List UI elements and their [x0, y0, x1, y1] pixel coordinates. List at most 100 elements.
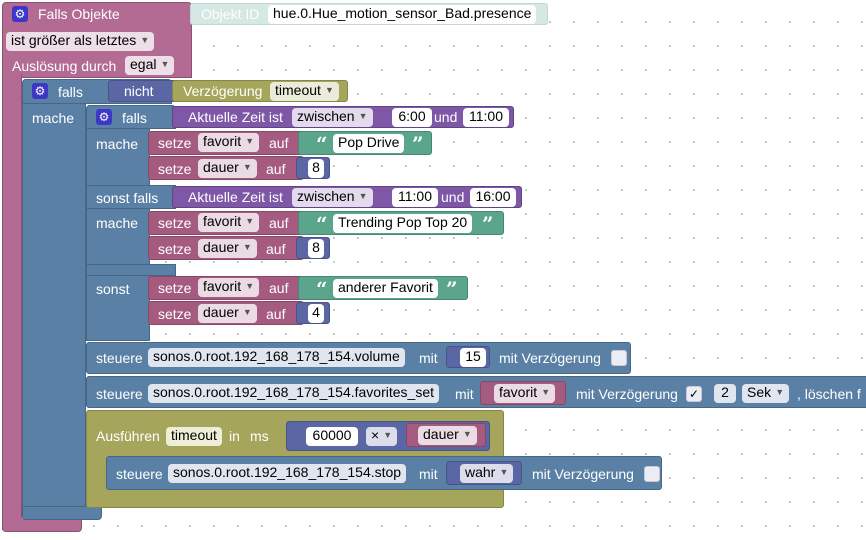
- delay-checkbox[interactable]: [611, 350, 627, 366]
- object-id-label: Objekt ID: [201, 6, 260, 22]
- inner-if-else-if-row: [86, 185, 176, 209]
- mit-label: mit: [419, 466, 438, 482]
- time-to-field[interactable]: 11:00: [463, 108, 509, 127]
- variable-dropdown[interactable]: dauer▼: [198, 304, 257, 323]
- delay-checkbox[interactable]: [644, 466, 660, 482]
- quote-open-icon: “: [316, 212, 328, 236]
- chevron-down-icon: ▼: [462, 429, 472, 439]
- set-label: setze: [158, 241, 192, 257]
- set-label: setze: [158, 161, 192, 177]
- chevron-down-icon: ▼: [325, 85, 334, 95]
- number-field[interactable]: 8: [308, 239, 324, 258]
- trigger-mode-label: Auslösung durch: [12, 58, 117, 74]
- variable-dropdown[interactable]: favorit▼: [494, 384, 556, 403]
- mit-label: mit: [419, 350, 438, 366]
- gear-icon[interactable]: ⚙: [12, 6, 28, 22]
- time-from-field[interactable]: 11:00: [392, 188, 438, 207]
- variable-dropdown[interactable]: favorit▼: [198, 133, 260, 152]
- delay-getter-dropdown[interactable]: timeout▼: [270, 82, 339, 101]
- set-label: setze: [158, 306, 192, 322]
- chevron-down-icon: ▼: [358, 111, 368, 121]
- auf-label: auf: [266, 241, 286, 257]
- time-from-field[interactable]: 6:00: [392, 108, 432, 127]
- control-target-field[interactable]: sonos.0.root.192_168_178_154.volume: [148, 348, 405, 367]
- text-field[interactable]: Pop Drive: [333, 134, 405, 153]
- number-field[interactable]: 15: [460, 348, 486, 367]
- time-operator-dropdown[interactable]: zwischen▼: [292, 108, 373, 127]
- outer-if-falls: falls: [58, 84, 83, 100]
- mit-label: mit: [455, 386, 474, 402]
- auf-label: auf: [269, 280, 289, 296]
- chevron-down-icon: ▼: [140, 35, 150, 45]
- chevron-down-icon: ▼: [775, 387, 785, 397]
- variable-dropdown[interactable]: dauer▼: [198, 239, 257, 258]
- variable-dropdown[interactable]: favorit▼: [198, 213, 260, 232]
- steuere-label: steuere: [116, 466, 163, 482]
- number-field[interactable]: 4: [308, 304, 324, 323]
- auf-label: auf: [269, 215, 289, 231]
- chevron-down-icon: ▼: [245, 281, 255, 291]
- delay-unit-dropdown[interactable]: Sek▼: [742, 384, 790, 403]
- chevron-down-icon: ▼: [383, 430, 393, 440]
- operator-dropdown[interactable]: ×▼: [366, 427, 398, 446]
- gear-icon[interactable]: ⚙: [32, 83, 48, 99]
- set-label: setze: [158, 215, 192, 231]
- number-field[interactable]: 60000: [306, 427, 358, 446]
- text-field[interactable]: anderer Favorit: [333, 279, 438, 298]
- chevron-down-icon: ▼: [245, 216, 255, 226]
- set-label: setze: [158, 280, 192, 296]
- inner-if-sonst: sonst: [96, 281, 130, 297]
- chevron-down-icon: ▼: [499, 467, 509, 477]
- text-field[interactable]: Trending Pop Top 20: [333, 214, 473, 233]
- outer-if-mache: mache: [32, 110, 75, 126]
- steuere-label: steuere: [96, 350, 143, 366]
- chevron-down-icon: ▼: [245, 136, 255, 146]
- time-to-field[interactable]: 16:00: [470, 188, 516, 207]
- control-target-field[interactable]: sonos.0.root.192_168_178_154.stop: [168, 464, 407, 483]
- gear-icon[interactable]: ⚙: [96, 109, 112, 125]
- inner-if-mache-1: mache: [96, 136, 139, 152]
- inner-if-block[interactable]: [86, 105, 150, 341]
- time-and-label: und: [434, 109, 458, 125]
- outer-if-block[interactable]: [22, 79, 86, 519]
- variable-dropdown[interactable]: dauer▼: [198, 159, 257, 178]
- quote-close-icon: ”: [446, 277, 458, 301]
- set-label: setze: [158, 135, 192, 151]
- steuere-label: steuere: [96, 386, 143, 402]
- delay-field[interactable]: 2: [714, 384, 736, 403]
- variable-dropdown[interactable]: dauer▼: [418, 426, 477, 445]
- trigger-block-bottom: [2, 518, 82, 532]
- chevron-down-icon: ▼: [358, 191, 368, 201]
- quote-close-icon: ”: [412, 132, 424, 156]
- trigger-mode-dropdown[interactable]: egal▼: [125, 56, 175, 75]
- auf-label: auf: [266, 161, 286, 177]
- clear-label: , löschen f: [797, 386, 861, 402]
- number-field[interactable]: 8: [308, 159, 324, 178]
- trigger-block-left-bar: [2, 74, 22, 530]
- object-id-field[interactable]: hue.0.Hue_motion_sensor_Bad.presence: [268, 5, 537, 24]
- quote-open-icon: “: [316, 277, 328, 301]
- timeout-in-label: in: [229, 428, 240, 444]
- control-target-field[interactable]: sonos.0.root.192_168_178_154.favorites_s…: [148, 384, 439, 403]
- auf-label: auf: [266, 306, 286, 322]
- inner-if-mache-2: mache: [96, 215, 139, 231]
- timeout-unit-label: ms: [250, 428, 269, 444]
- inner-if-sonst-falls: sonst falls: [96, 190, 159, 206]
- timeout-label: Ausführen: [96, 428, 160, 444]
- trigger-title: Falls Objekte: [38, 6, 120, 22]
- inner-if-header: [86, 105, 176, 129]
- timeout-name-field[interactable]: timeout: [166, 427, 222, 446]
- delay-checkbox[interactable]: ✓: [686, 386, 702, 402]
- delay-getter-label: Verzögerung: [183, 83, 263, 99]
- variable-dropdown[interactable]: favorit▼: [198, 278, 260, 297]
- inner-if-else-row: [86, 264, 176, 276]
- chevron-down-icon: ▼: [242, 162, 252, 172]
- delay-label: mit Verzögerung: [499, 350, 601, 366]
- chevron-down-icon: ▼: [541, 387, 551, 397]
- time-operator-dropdown[interactable]: zwischen▼: [292, 188, 373, 207]
- condition-dropdown[interactable]: ist größer als letztes▼: [6, 32, 155, 51]
- quote-close-icon: ”: [482, 212, 494, 236]
- inner-if-falls: falls: [122, 110, 147, 126]
- boolean-dropdown[interactable]: wahr▼: [460, 464, 514, 483]
- time-condition-label: Aktuelle Zeit ist: [188, 109, 283, 125]
